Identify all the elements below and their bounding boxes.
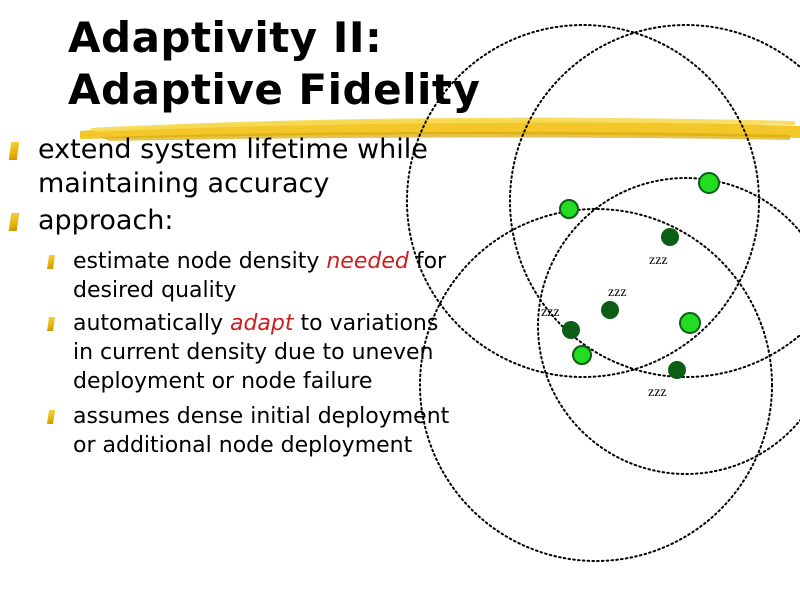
sub-bullet-item: assumes dense initial deployment or addi… [73, 402, 483, 460]
bullet-text-segment: to variations [293, 311, 439, 336]
emphasis-text: adapt [229, 311, 294, 336]
sleep-label: zzz [541, 305, 560, 320]
bullet-text-line: desired quality [73, 278, 237, 303]
slide-title: Adaptivity II: Adaptive Fidelity [68, 12, 480, 116]
bullet-text-line: estimate node density needed for [73, 247, 483, 276]
bullet-text-segment: for [408, 249, 447, 274]
active-node [698, 172, 720, 194]
sleeping-node [661, 228, 679, 246]
sleep-label: zzz [608, 285, 627, 300]
bullet-text-segment: estimate node density [73, 249, 327, 274]
bullet-text-line: in current density due to uneven [73, 340, 434, 365]
sub-bullet-item: estimate node density needed for desired… [73, 247, 483, 305]
active-node [572, 345, 592, 365]
emphasis-text: needed [326, 249, 409, 274]
coverage-circle-lower-left [419, 208, 773, 562]
bullet-text-line: deployment or node failure [73, 369, 373, 394]
bullet-text-segment: automatically [73, 311, 230, 336]
sleep-label: zzz [649, 253, 668, 268]
bullet-text-line: assumes dense initial deployment [73, 404, 450, 429]
bullet-text-line: extend system lifetime while [38, 134, 428, 165]
sleeping-node [562, 321, 580, 339]
active-node [559, 199, 579, 219]
coverage-circle-lower-right [537, 177, 800, 475]
bullet-text-line: approach: [38, 205, 174, 236]
bullet-text-line: automatically adapt to variations [73, 309, 483, 338]
active-node [679, 312, 701, 334]
sleeping-node [601, 301, 619, 319]
sleeping-node [668, 361, 686, 379]
bullet-item: extend system lifetime while maintaining… [38, 133, 458, 201]
coverage-circle-upper-right [509, 24, 800, 378]
sub-bullet-item: automatically adapt to variations in cur… [73, 309, 483, 396]
bullet-text-line: maintaining accuracy [38, 168, 330, 199]
sleep-label: zzz [648, 385, 667, 400]
bullet-item: approach: [38, 204, 458, 238]
bullet-text-line: or additional node deployment [73, 433, 413, 458]
title-line-1: Adaptivity II: [68, 13, 383, 62]
title-line-2: Adaptive Fidelity [68, 65, 481, 114]
coverage-circle-upper-left [406, 24, 760, 378]
